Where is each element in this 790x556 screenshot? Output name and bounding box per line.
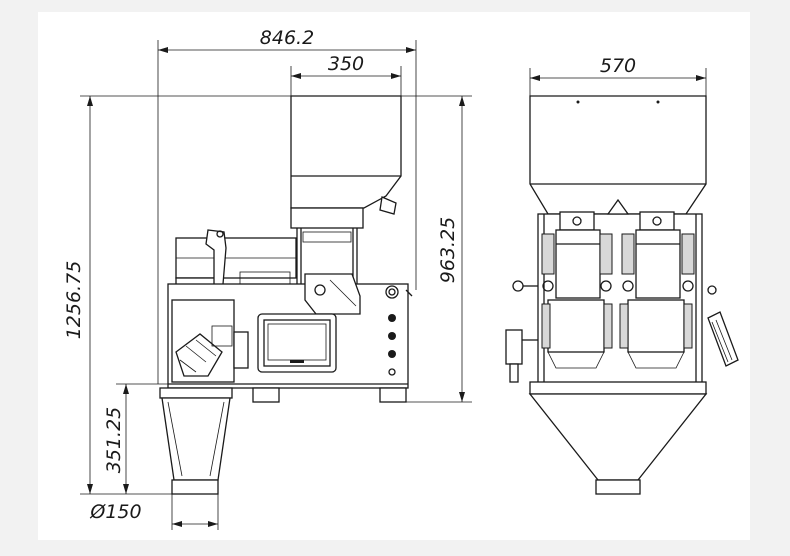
front-outlet-funnel [528, 393, 708, 481]
touch-screen [263, 319, 331, 367]
center-divider [606, 198, 630, 215]
outlet-neck [171, 479, 219, 495]
motor-right [639, 211, 675, 231]
linkage-left [541, 233, 555, 275]
cylinder [233, 331, 249, 369]
left-foot [252, 387, 280, 403]
button-1 [388, 314, 396, 322]
side-panel [707, 311, 739, 367]
indicator [388, 368, 396, 376]
dim-hopper-width: 350 [328, 53, 364, 75]
front-view [505, 95, 739, 495]
weigh-bucket [304, 273, 361, 315]
hopper-valve [379, 196, 397, 215]
dim-overall-width: 846.2 [260, 27, 314, 49]
lower-bucket-left [547, 299, 605, 353]
outlet-funnel [161, 397, 231, 481]
side-dimensions: 846.2 350 1256.75 963.25 351.25 Ø150 [63, 27, 472, 530]
bucket-left [555, 229, 601, 299]
weigh-hopper [290, 95, 402, 209]
outlet-flange [159, 387, 233, 399]
side-view [159, 95, 413, 495]
bucket-right [635, 229, 681, 299]
front-outlet-neck [595, 479, 641, 495]
button-3 [388, 350, 396, 358]
dim-body-height: 963.25 [437, 217, 459, 283]
upper-frame [290, 207, 364, 229]
power-switch [385, 285, 399, 299]
button-2 [388, 332, 396, 340]
lower-bucket-right [627, 299, 685, 353]
air-valve [505, 329, 523, 365]
front-base [529, 381, 707, 395]
dim-overall-height: 1256.75 [63, 261, 85, 340]
dim-front-width: 570 [600, 55, 636, 77]
motor-left [559, 211, 595, 231]
dim-outlet-height: 351.25 [103, 407, 125, 473]
air-fitting [512, 280, 524, 292]
linkage-right [681, 233, 695, 275]
right-foot [379, 387, 407, 403]
front-dimensions: 570 [529, 55, 707, 96]
dim-outlet-diameter: Ø150 [89, 501, 141, 523]
front-hopper [529, 95, 707, 215]
